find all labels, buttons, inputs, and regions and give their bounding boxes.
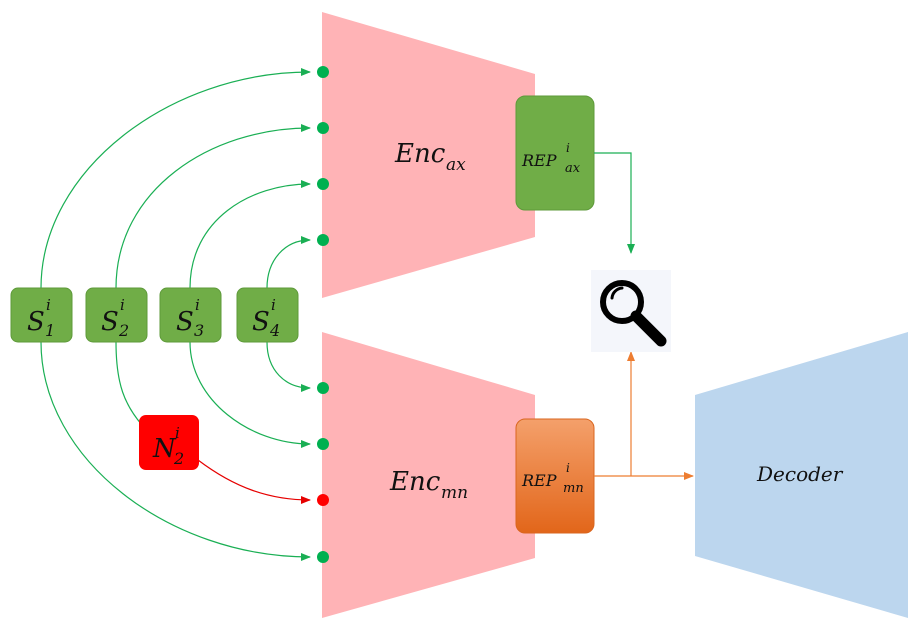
s4-to-enc-mn-line	[266, 341, 311, 392]
segment-s2: S i 2	[85, 287, 148, 343]
svg-text:i: i	[271, 296, 276, 314]
segment-connections	[40, 68, 311, 561]
input-dot	[317, 122, 329, 134]
s1-to-enc-ax-line	[40, 68, 311, 289]
svg-text:i: i	[566, 461, 570, 475]
input-dot	[317, 551, 329, 563]
rep-mn-box: REP i mn	[515, 418, 595, 534]
input-dot-noise	[317, 494, 329, 506]
s4-to-enc-ax-line	[266, 236, 311, 289]
rep-ax-box: REP i ax	[515, 95, 595, 211]
svg-text:ax: ax	[565, 161, 581, 176]
decoder-label: Decoder	[756, 462, 844, 486]
svg-text:mn: mn	[441, 483, 468, 503]
svg-text:4: 4	[269, 321, 280, 340]
svg-text:1: 1	[45, 321, 55, 340]
segment-s4: S i 4	[236, 287, 299, 343]
s2-to-noise-line	[115, 341, 143, 426]
svg-text:N: N	[152, 434, 177, 464]
svg-text:Enc: Enc	[389, 467, 441, 497]
svg-text:S: S	[176, 307, 194, 337]
svg-text:i: i	[120, 296, 125, 314]
svg-text:REP: REP	[521, 151, 557, 170]
encoder-mn-shape	[322, 332, 535, 618]
input-dot	[317, 234, 329, 246]
svg-text:2: 2	[173, 449, 184, 468]
input-dot	[317, 66, 329, 78]
encoder-ax-label: Enc ax	[394, 139, 466, 175]
svg-text:i: i	[175, 424, 180, 442]
segment-s3: S i 3	[159, 287, 222, 343]
encoder-mn-label: Enc mn	[389, 467, 468, 503]
s1-to-enc-mn-line	[40, 341, 311, 561]
svg-text:mn: mn	[563, 481, 584, 496]
svg-text:ax: ax	[446, 155, 466, 175]
encoder-input-dots	[317, 66, 329, 563]
input-dot	[317, 382, 329, 394]
svg-text:3: 3	[194, 321, 204, 340]
input-dot	[317, 438, 329, 450]
noise-arrowhead	[301, 496, 311, 504]
svg-text:S: S	[252, 307, 270, 337]
svg-text:REP: REP	[521, 471, 557, 490]
input-dot	[317, 178, 329, 190]
s3-to-enc-ax-line	[189, 180, 311, 289]
noise-n2: N i 2	[139, 415, 199, 470]
svg-text:2: 2	[118, 321, 129, 340]
s3-to-enc-mn-line	[189, 341, 311, 448]
encoder-ax-shape	[322, 12, 535, 298]
noise-to-enc-mn-line	[197, 459, 311, 501]
svg-text:S: S	[101, 307, 119, 337]
svg-text:i: i	[195, 296, 200, 314]
svg-text:Enc: Enc	[394, 139, 446, 169]
svg-text:S: S	[27, 307, 45, 337]
svg-text:i: i	[566, 141, 570, 155]
svg-text:i: i	[46, 296, 51, 314]
s2-to-enc-ax-line	[115, 124, 311, 289]
decoder-shape	[695, 332, 908, 618]
segment-s1: S i 1	[10, 287, 73, 343]
rep-ax-to-magnifier-line	[594, 152, 635, 254]
magnifier-icon	[591, 270, 671, 352]
